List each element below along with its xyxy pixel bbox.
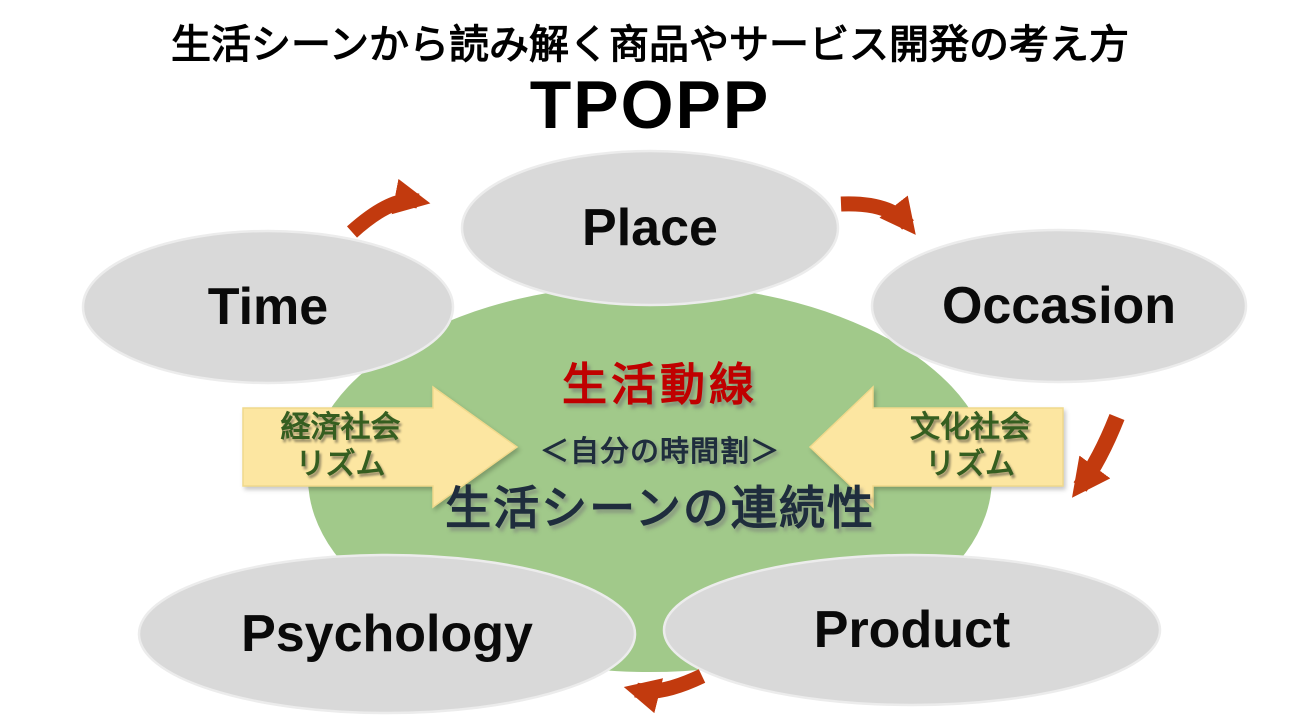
center-subheadline: ＜自分の時間割＞	[539, 436, 780, 468]
node-place-label: Place	[582, 199, 718, 257]
rhythm-left-line2: リズム	[295, 448, 386, 481]
flow-arrow-time-to-place	[346, 178, 431, 238]
node-time-shape	[81, 229, 455, 385]
node-occasion-shape	[870, 228, 1248, 384]
rhythm-arrow-left-label: 経済社会 リズム	[243, 402, 438, 490]
node-product-shape	[662, 553, 1162, 707]
node-psychology-label: Psychology	[241, 605, 533, 663]
center-headline: 生活動線	[561, 359, 758, 410]
flow-arrow-product-to-psychology	[623, 669, 706, 714]
node-psychology-shape	[137, 553, 637, 715]
rhythm-right-line2: リズム	[925, 448, 1015, 481]
node-time-label: Time	[207, 278, 329, 336]
flow-arrow-place-to-occasion	[840, 195, 916, 235]
rhythm-arrow-right-label: 文化社会 リズム	[872, 402, 1068, 490]
node-place-shape	[460, 149, 840, 307]
rhythm-arrow-left-shape	[242, 385, 519, 509]
page-subtitle: TPOPP	[529, 67, 771, 143]
rhythm-arrow-right-shape	[808, 385, 1064, 509]
center-body: 生活シーンの連続性	[445, 482, 875, 534]
node-product-label: Product	[813, 601, 1011, 659]
rhythm-right-line1: 文化社会	[910, 411, 1030, 444]
page-title: 生活シーンから読み解く商品やサービス開発の考え方	[171, 23, 1129, 67]
flow-arrow-occasion-to-product	[1072, 414, 1125, 498]
node-occasion-label: Occasion	[941, 277, 1177, 335]
rhythm-left-line1: 経済社会	[280, 411, 401, 444]
